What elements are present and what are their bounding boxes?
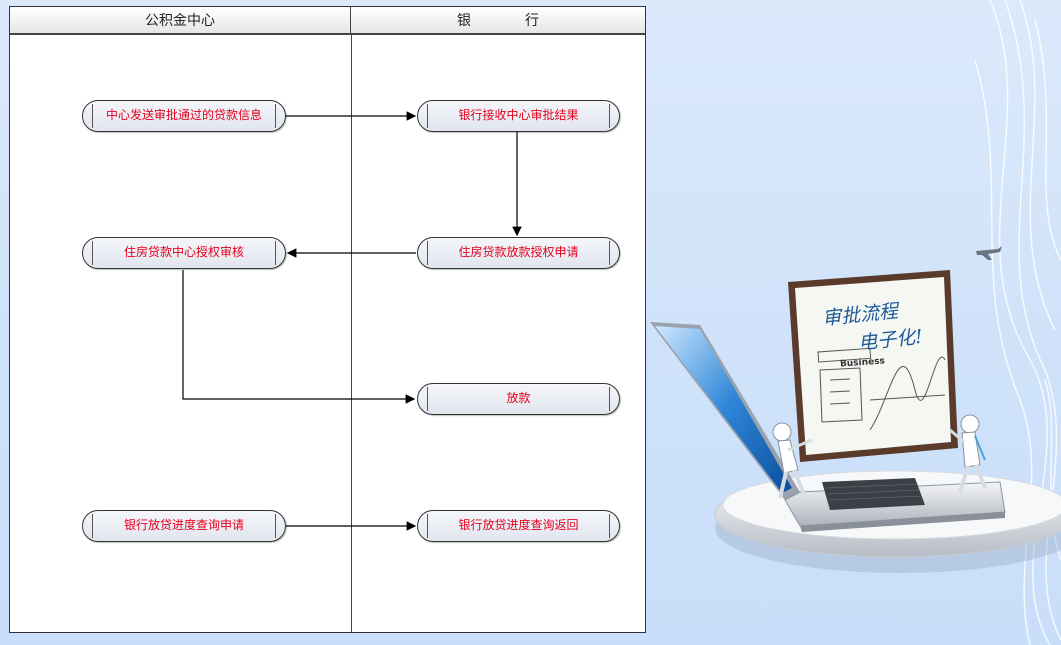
node-progress-query-return: 银行放贷进度查询返回 (417, 510, 620, 542)
node-send-approved-loan-info: 中心发送审批通过的贷款信息 (82, 100, 286, 132)
node-loan-release-authorization-request: 住房贷款放款授权申请 (417, 237, 620, 269)
airplane-icon (976, 246, 1002, 260)
whiteboard-sign (788, 270, 958, 462)
lane-header-provident-fund-center: 公积金中心 (10, 7, 351, 35)
node-progress-query-request: 银行放贷进度查询申请 (82, 510, 286, 542)
figure-left-icon (772, 422, 813, 499)
figure-right-icon (949, 414, 987, 493)
decorative-swirl-lines (974, 0, 1061, 645)
arrow-n4-to-n5 (182, 270, 416, 404)
laptop-icon (650, 322, 1006, 532)
node-release-loan: 放款 (417, 383, 620, 415)
lane-header-bank: 银 行 (351, 7, 645, 35)
node-bank-receive-approval-result: 银行接收中心审批结果 (417, 100, 620, 132)
swimlane-diagram: 公积金中心 银 行 中心发送审批通过的贷款信息 银行接收中心审批结果 住房贷款放… (9, 6, 646, 633)
lane-divider (351, 35, 352, 632)
node-center-authorization-review: 住房贷款中心授权审核 (82, 237, 286, 269)
